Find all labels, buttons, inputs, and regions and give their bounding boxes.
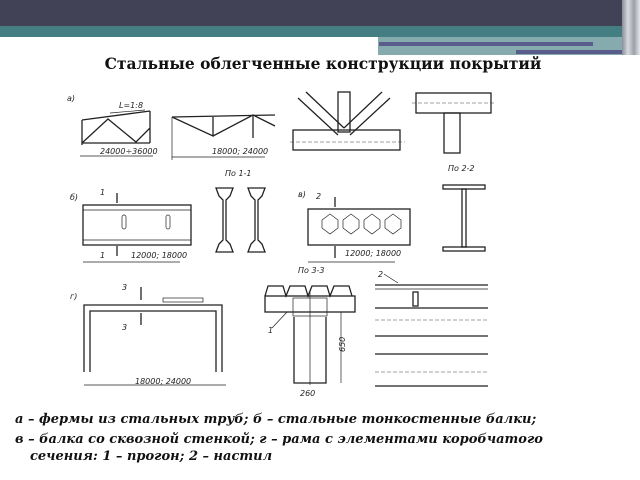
truss-node-detail	[290, 91, 405, 151]
tube-truss-1: а) L=1:8 24000÷36000	[67, 94, 158, 157]
caption-line: а – фермы из стальных труб; б – стальные…	[15, 412, 537, 427]
header-accent-line	[379, 42, 593, 46]
section-label: По 3-3	[298, 266, 325, 275]
thin-walled-beam: б) 1 1 12000; 18000	[70, 188, 192, 263]
header-teal-bar	[0, 26, 640, 37]
caption-line: в – балка со сквозной стенкой; г – рама …	[15, 432, 543, 447]
span-label: 18000; 24000	[135, 377, 191, 386]
section-label: По 1-1	[225, 169, 252, 178]
section-mark: 2	[316, 192, 321, 201]
box-section-frame: г) 3 3 18000; 24000	[70, 283, 226, 386]
tube-truss-2: 18000; 24000	[171, 114, 276, 160]
label-b: б)	[70, 193, 78, 202]
span-label: 12000; 18000	[131, 251, 187, 260]
purlin-mark: 1	[268, 326, 273, 335]
dimension-label: 260	[300, 389, 315, 398]
section-mark: 3	[122, 283, 127, 292]
i-beam-section	[442, 184, 486, 252]
section-label: По 2-2	[448, 164, 475, 173]
section-mark: 1	[100, 251, 105, 260]
label-a: а)	[67, 94, 75, 103]
span-label: 24000÷36000	[100, 147, 158, 156]
span-label: 12000; 18000	[345, 249, 401, 258]
slide-title: Стальные облегченные конструкции покрыти…	[104, 54, 542, 73]
dimension-label: 650	[338, 337, 347, 352]
castellated-beam: в) 2 12000; 18000	[298, 190, 411, 263]
header-edge	[622, 0, 640, 55]
caption-line: сечения: 1 – прогон; 2 – настил	[30, 449, 273, 464]
slope-label: L=1:8	[119, 101, 143, 110]
section-mark: 3	[122, 323, 127, 332]
tube-tee-detail: По 2-2	[412, 92, 495, 173]
label-v: в)	[298, 190, 306, 199]
label-g: г)	[70, 292, 77, 301]
section-3-3: По 3-3 650 260 1	[264, 266, 356, 398]
header-dark-bar	[0, 0, 640, 26]
section-1-1: По 1-1	[215, 169, 266, 253]
section-mark: 1	[100, 188, 105, 197]
roof-plan-detail: 2	[375, 270, 488, 387]
header-accent-line	[516, 50, 628, 54]
span-label: 18000; 24000	[212, 147, 268, 156]
deck-mark: 2	[378, 270, 383, 279]
